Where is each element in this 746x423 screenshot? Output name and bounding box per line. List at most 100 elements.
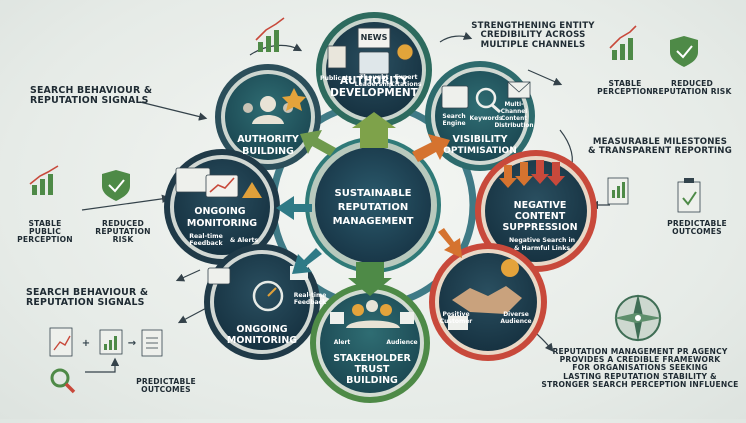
label-stable-perception-right: STABLE PERCEPTION	[590, 79, 660, 96]
monitoring-bottom-title-1: ONGOING	[236, 324, 287, 335]
label-search-behaviour-top: SEARCH BEHAVIOUR & REPUTATION SIGNALS	[30, 85, 180, 107]
negative-title-1: NEGATIVE	[514, 200, 567, 211]
visibility-title-2: OPTIMISATION	[443, 146, 516, 156]
label-milestones-2: & TRANSPARENT REPORTING	[588, 146, 732, 157]
label-reduced-right-1: REDUCED	[671, 79, 713, 88]
diverse-label-2: Audience	[500, 318, 531, 325]
chart-up-icon	[255, 17, 285, 52]
multichannel-label-3: Content	[501, 116, 527, 122]
stakeholder-title-2: TRUST	[355, 364, 390, 375]
monitoring-bottom-realtime-1: Real-time	[294, 292, 327, 299]
monitoring-top-realtime-1: Real-time	[189, 233, 223, 240]
node-ongoing-monitoring-bottom	[204, 244, 320, 360]
stakeholder-title-3: BUILDING	[346, 375, 398, 386]
diverse-label-1: Diverse	[503, 311, 529, 318]
positive-label-1: Positive	[442, 311, 469, 318]
svg-text:→: →	[128, 338, 136, 349]
negative-title-3: SUPPRESSION	[502, 222, 577, 233]
label-search-behaviour-bottom: SEARCH BEHAVIOUR & REPUTATION SIGNALS	[26, 287, 186, 309]
process-arrows	[276, 112, 462, 296]
negative-sub-1: Negative Search in	[509, 237, 575, 244]
label-search-bottom-1: SEARCH BEHAVIOUR &	[26, 287, 149, 298]
monitoring-top-title-2: MONITORING	[187, 218, 257, 229]
keywords-label: Keywords	[469, 115, 502, 122]
label-stable-left-2: PUBLIC	[29, 227, 61, 237]
label-reduced-right-2: REPUTATION RISK	[652, 87, 732, 97]
center-hub	[305, 137, 441, 273]
search-engine-label-2: Engine	[442, 120, 465, 127]
visibility-title-1: VISIBILITY	[453, 134, 508, 145]
node-authority-building	[215, 64, 321, 170]
label-predictable-right: PREDICTABLE OUTCOMES	[656, 219, 738, 237]
authority-building-title-2: BUILDING	[242, 146, 294, 157]
label-search-top-2: REPUTATION SIGNALS	[30, 95, 149, 107]
document-icon	[607, 177, 629, 205]
label-predictable-right-1: PREDICTABLE	[667, 219, 727, 228]
label-measurable-milestones: MEASURABLE MILESTONES & TRANSPARENT REPO…	[580, 137, 740, 157]
shield-check-icon	[102, 170, 130, 201]
expert-label-2: Citations	[390, 81, 422, 88]
label-agency-2: PROVIDES A CREDIBLE FRAMEWORK	[559, 355, 721, 365]
label-agency-5: STRONGER SEARCH PERCEPTION INFLUENCE	[541, 379, 739, 389]
label-predictable-right-2: OUTCOMES	[672, 227, 722, 237]
multichannel-label-1: Multi-	[504, 102, 524, 108]
magnifier-icon	[50, 368, 76, 394]
news-badge: NEWS	[361, 33, 388, 42]
label-reduced-left-2: REPUTATION	[95, 227, 151, 237]
label-strengthening-3: MULTIPLE CHANNELS	[480, 39, 586, 50]
chart-up-icon	[29, 165, 59, 195]
publicats-label: Publicats	[320, 75, 352, 82]
label-strengthening-1: STRENGTHENING ENTITY	[471, 21, 595, 31]
chart-up-icon	[609, 25, 637, 60]
label-search-bottom-2: REPUTATION SIGNALS	[26, 297, 145, 309]
monitoring-bottom-realtime-2: Feedback	[294, 299, 327, 306]
node-positive-customer	[429, 243, 547, 361]
node-visibility-optimisation	[425, 61, 535, 171]
negative-title-2: CONTENT	[515, 211, 566, 222]
authority-development-title-2: DEVELOPMENT	[330, 87, 419, 99]
label-stable-left-1: STABLE	[28, 219, 62, 228]
label-agency-1: REPUTATION MANAGEMENT PR AGENCY	[552, 347, 728, 356]
shield-check-icon	[670, 36, 698, 67]
svg-text:+: +	[82, 338, 90, 349]
label-agency-summary: REPUTATION MANAGEMENT PR AGENCY PROVIDES…	[540, 347, 740, 389]
negative-sub-2: & Harmful Links	[514, 245, 570, 252]
search-engine-label-1: Search	[442, 113, 465, 120]
authority-development-title-1: AUTHORITY	[340, 75, 408, 87]
label-stable-right-1: STABLE	[608, 79, 642, 88]
label-search-top-1: SEARCH BEHAVIOUR &	[30, 85, 153, 96]
monitoring-top-alerts: & Alerts	[230, 237, 259, 244]
document-icon: + →	[49, 327, 163, 357]
label-reduced-risk-left: REDUCED REPUTATION RISK	[84, 219, 162, 245]
node-negative-content-suppression	[475, 150, 597, 272]
label-milestones-1: MEASURABLE MILESTONES	[592, 137, 728, 147]
label-stable-public-perception: STABLE PUBLIC PERCEPTION	[10, 219, 80, 245]
label-predictable-left: PREDICTABLE OUTCOMES	[126, 377, 206, 395]
authority-building-title-1: AUTHORITY	[237, 134, 299, 145]
label-stable-left-3: PERCEPTION	[17, 235, 73, 245]
thought-label-1: Thought	[359, 74, 388, 81]
monitoring-top-title-1: ONGOING	[194, 206, 245, 217]
label-reduced-risk-right: REDUCED REPUTATION RISK	[640, 79, 744, 97]
multichannel-label-4: Distribution	[494, 123, 533, 129]
label-reduced-left-1: REDUCED	[102, 219, 144, 228]
document-icon	[677, 178, 701, 213]
stakeholder-alert: Alert	[334, 339, 351, 346]
center-title-3: MANAGEMENT	[333, 216, 414, 227]
monitoring-top-realtime-2: Feedback	[189, 240, 223, 247]
expert-label-1: Expert	[395, 74, 418, 81]
label-reduced-left-3: RISK	[112, 235, 134, 245]
label-predictable-left-2: OUTCOMES	[141, 385, 191, 395]
label-agency-4: LASTING REPUTATION STABILITY &	[563, 371, 717, 381]
node-ongoing-monitoring-top	[164, 149, 280, 265]
label-strengthening-2: CREDIBILITY ACROSS	[480, 30, 586, 41]
positive-label-2: Customer	[440, 318, 473, 325]
label-agency-3: FOR ORGANISATIONS SEEKING	[572, 363, 708, 373]
center-title-2: REPUTATION	[338, 202, 408, 213]
stakeholder-title-1: STAKEHOLDER	[333, 353, 411, 364]
stakeholder-audience: Audience	[386, 339, 417, 346]
node-authority-development	[316, 12, 432, 128]
compass-icon	[614, 294, 662, 342]
